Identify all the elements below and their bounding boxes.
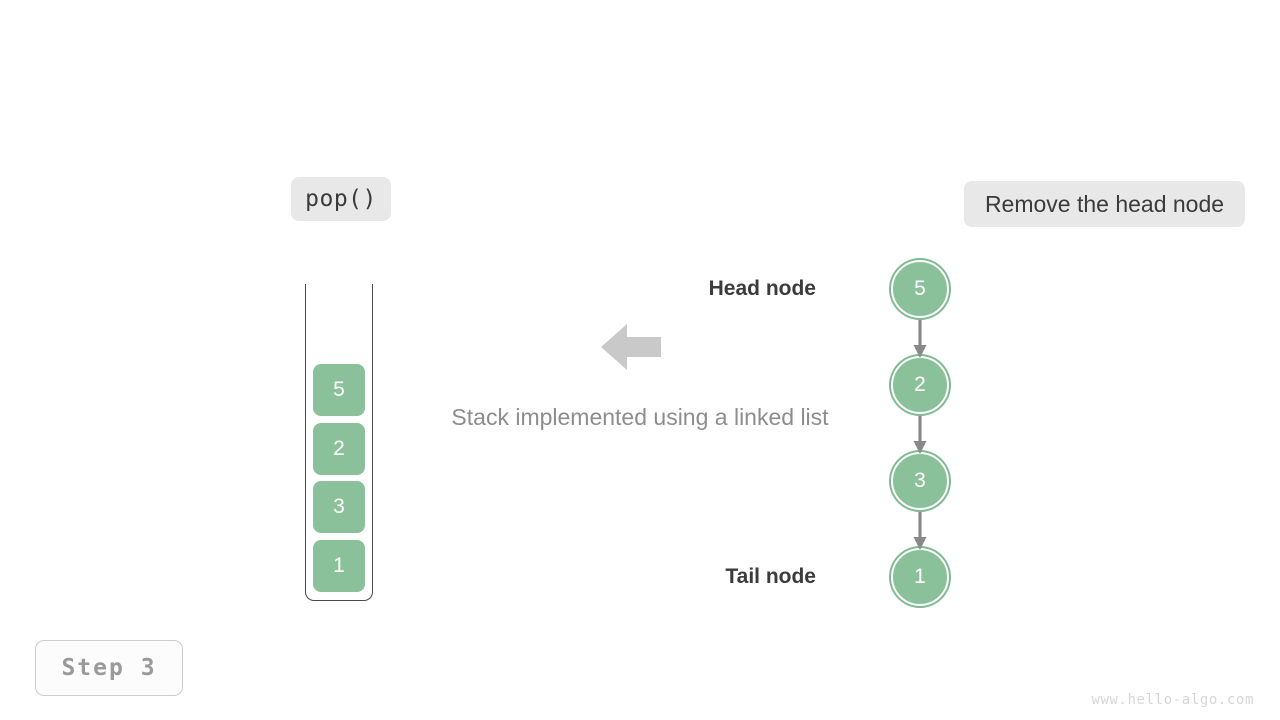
head-node-label: Head node [708,277,816,300]
arrow-down-icon [913,416,927,454]
stack-cell: 5 [313,364,365,416]
stack-cell: 3 [313,481,365,533]
linked-list-node: 1 [891,548,949,606]
linked-list-node: 5 [891,260,949,318]
tail-node-label: Tail node [725,565,816,588]
diagram-caption: Stack implemented using a linked list [451,404,829,430]
operation-chip: pop() [291,177,391,221]
watermark: www.hello-algo.com [1091,692,1254,708]
stack-container [305,284,373,601]
linked-list-node: 3 [891,452,949,510]
step-badge: Step 3 [35,640,183,696]
arrow-left-icon [601,324,661,370]
arrow-down-icon [913,512,927,550]
stack-cell: 1 [313,540,365,592]
linked-list-node: 2 [891,356,949,414]
arrow-down-icon [913,320,927,358]
stack-cell: 2 [313,423,365,475]
action-description-chip: Remove the head node [964,181,1245,227]
